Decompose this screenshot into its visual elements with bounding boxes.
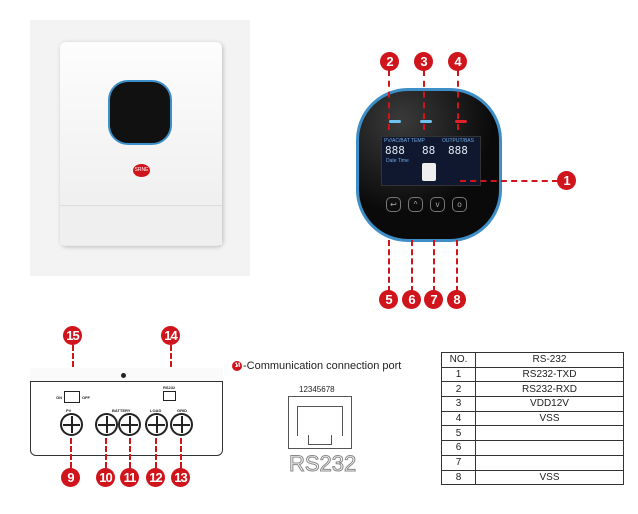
table-row: 5 (441, 425, 624, 442)
rj45-latch (308, 435, 332, 445)
pv-terminal (60, 413, 83, 436)
pin-no: 4 (441, 410, 476, 427)
rs232-title: RS232 (288, 451, 357, 477)
grid-label: GRID (177, 408, 187, 413)
lcd-date-time: Date Time (386, 158, 409, 164)
lcd-right-title: OUTPUT/BAS (442, 138, 474, 144)
pin-no: 1 (441, 366, 476, 383)
callout-12: 12 (146, 468, 165, 487)
battery-terminal-1 (95, 413, 118, 436)
pin-signal: RS232-RXD (475, 381, 624, 398)
rj45-port-diagram (288, 396, 352, 449)
lcd-left-title: PV/AC/BAT TEMP (384, 138, 425, 144)
callout-11: 11 (120, 468, 139, 487)
callout-1: 1 (557, 171, 576, 190)
inverter-bottom-panel (60, 205, 222, 245)
callout-15: 15 (63, 326, 82, 345)
pin-signal: VDD12V (475, 396, 624, 412)
inverter-display-small (108, 80, 172, 145)
enter-button[interactable]: o (452, 197, 467, 212)
callout-10: 10 (96, 468, 115, 487)
led-indicator-4 (455, 120, 467, 123)
grid-terminal (170, 413, 193, 436)
callout-4: 4 (448, 52, 467, 71)
pin-signal: VSS (475, 410, 624, 427)
lcd-center-digits: 88 (422, 144, 436, 157)
pin-numbers: 12345678 (299, 385, 335, 394)
pin-signal (475, 454, 624, 471)
load-label: LOAD (150, 408, 162, 413)
callout-3: 3 (414, 52, 433, 71)
battery-label: BATTERY (112, 408, 131, 413)
pin-no: 8 (441, 469, 476, 486)
table-row: 7 (441, 454, 624, 471)
power-switch[interactable] (64, 391, 80, 403)
load-terminal (145, 413, 168, 436)
callout-7: 7 (424, 290, 443, 309)
header-rs232: RS-232 (475, 352, 624, 368)
callout-13: 13 (171, 468, 190, 487)
bottom-view-lip (30, 368, 223, 382)
rs232-label-small: RS232 (163, 385, 176, 390)
switch-on-label: ON (56, 395, 62, 400)
callout-9: 9 (61, 468, 80, 487)
inverter-icon (422, 163, 436, 181)
battery-terminal-2 (118, 413, 141, 436)
table-row: 6 (441, 440, 624, 456)
switch-off-label: OFF (82, 395, 90, 400)
pv-label: PV (66, 408, 72, 413)
back-button[interactable]: ↩ (386, 197, 401, 212)
lcd-left-digits: 888 (385, 144, 405, 157)
table-header-row: NO.RS-232 (441, 352, 624, 368)
comm-port-badge: 14 (232, 361, 242, 371)
lcd-screen: PV/AC/BAT TEMP OUTPUT/BAS 888 88 888 Dat… (381, 136, 481, 186)
callout-14: 14 (161, 326, 180, 345)
pin-signal (475, 440, 624, 456)
callout-6: 6 (402, 290, 421, 309)
lcd-right-digits: 888 (448, 144, 468, 157)
pin-no: 6 (441, 440, 476, 456)
down-button[interactable]: v (430, 197, 445, 212)
rs232-port-small[interactable] (163, 391, 176, 401)
pin-no: 2 (441, 381, 476, 398)
pin-no: 3 (441, 396, 476, 412)
callout-8: 8 (447, 290, 466, 309)
display-panel: PV/AC/BAT TEMP OUTPUT/BAS 888 88 888 Dat… (356, 88, 502, 242)
screw-hole (121, 373, 126, 378)
pin-signal: VSS (475, 469, 624, 486)
led-indicator-2 (389, 120, 401, 123)
comm-port-title: -Communication connection port (243, 360, 402, 372)
up-button[interactable]: ^ (408, 197, 423, 212)
header-no: NO. (441, 352, 476, 368)
led-indicator-3 (420, 120, 432, 123)
rj45-contacts (297, 406, 343, 436)
pin-no: 7 (441, 454, 476, 471)
pin-signal (475, 425, 624, 442)
pin-signal: RS232-TXD (475, 366, 624, 383)
pin-no: 5 (441, 425, 476, 442)
callout-2: 2 (380, 52, 399, 71)
callout-5: 5 (379, 290, 398, 309)
brand-logo: SRNE (133, 164, 150, 177)
